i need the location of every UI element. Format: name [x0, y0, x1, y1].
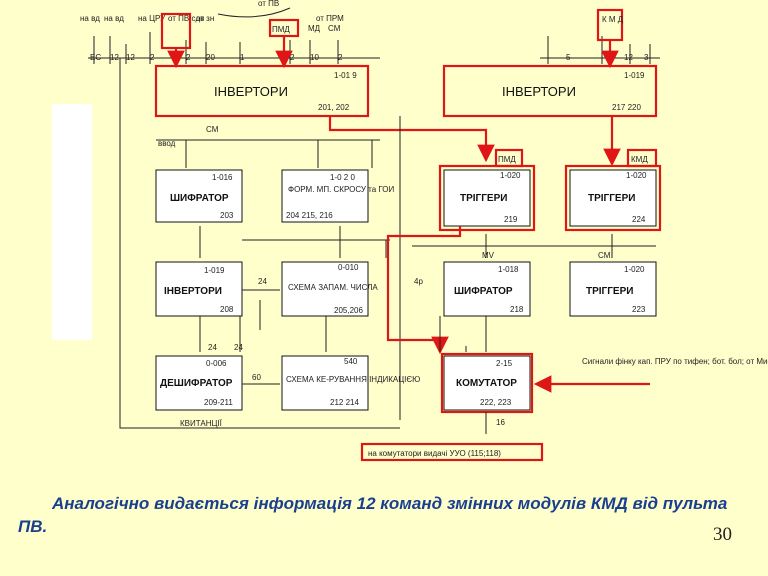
- block-inverters-3-ref: 208: [220, 305, 234, 314]
- block-triggers-3-id: 1-020: [624, 265, 645, 274]
- block-triggers-3-title: ТРІГГЕРИ: [586, 286, 633, 297]
- block-shifrator-2: [443, 261, 531, 317]
- block-shifrator-1-title: ШИФРАТОР: [170, 193, 229, 204]
- block-inverters-3-id: 1-019: [204, 266, 225, 275]
- wire-label-24c: 24: [234, 343, 243, 352]
- wire-label-mv: МV: [482, 251, 495, 260]
- top-input-wires-right: [547, 36, 651, 64]
- block-triggers-3-ref: 223: [632, 305, 646, 314]
- output-box: [360, 442, 544, 462]
- block-formuvach: [281, 169, 369, 223]
- block-shifrator-2-title: ШИФРАТОР: [454, 286, 513, 297]
- block-commutator-highlight: [440, 352, 534, 414]
- tag-pmd-mid-label: ПМД: [498, 155, 516, 164]
- side-note: Сигнали фінку кап. ПРУ по тифен; бот. бо…: [582, 357, 768, 366]
- block-formuvach-id: 1-0 2 0: [330, 173, 355, 182]
- top-brace: [217, 7, 291, 18]
- tag-kmd-mid-label: КМД: [631, 155, 648, 164]
- row2-wires: [199, 226, 613, 258]
- block-triggers-1: [443, 169, 531, 227]
- block-commutator-title: КОМУТАТОР: [456, 378, 517, 389]
- block-triggers-2: [569, 169, 657, 227]
- wire-label-16: 16: [496, 418, 505, 427]
- block-inverters-2-id: 1-019: [624, 71, 645, 80]
- block-deshifrator-title: ДЕШИФРАТОР: [160, 378, 233, 389]
- block-indication-control-title: СХЕМА КЕ-РУВАННЯ ІНДИКАЦІЄЮ: [286, 375, 420, 384]
- commutator-inputs: [439, 316, 487, 352]
- block-triggers-3: [569, 261, 657, 317]
- block-shifrator-1: [155, 169, 243, 223]
- block-diagram: от ПВ от ПРМ МД СМ на вд на вд на ЦРУ от…: [80, 0, 768, 462]
- block-inverters-1: [154, 64, 370, 118]
- block-indication-control: [281, 355, 369, 411]
- kvitancii-bus: [119, 58, 400, 429]
- block-triggers-2-ref: 224: [632, 215, 646, 224]
- block-deshifrator-id: 0-006: [206, 359, 227, 368]
- label-sm: СМ: [328, 24, 341, 33]
- wire-label-4r: 4р: [414, 277, 423, 286]
- block-shifrator-1-id: 1-016: [212, 173, 233, 182]
- output-box-label: на комутатори видачі УУО (115;118): [368, 449, 501, 458]
- label-from-pv: от ПВ: [258, 0, 279, 8]
- mid-bus: [156, 116, 401, 420]
- block-triggers-1-id: 1-020: [500, 171, 521, 180]
- block-schema-number: [281, 261, 369, 317]
- red-route-inv1-trig1: [328, 116, 495, 163]
- block-schema-number-title: СХЕМА ЗАПАМ. ЧИСЛА: [288, 283, 378, 292]
- caption: Аналогічно видається інформація 12 коман…: [18, 494, 728, 536]
- side-panel: [52, 104, 92, 340]
- block-formuvach-ref: 204 215, 216: [286, 211, 333, 220]
- block-inverters-1-ref: 201, 202: [318, 103, 350, 112]
- block-shifrator-1-ref: 203: [220, 211, 234, 220]
- block-formuvach-title: ФОРМ. МП. СКРОСУ та ГОИ: [288, 185, 395, 194]
- input-label-d: от ПВ сдв: [168, 14, 204, 23]
- wire-label-sm2: СМ: [598, 251, 611, 260]
- wire-label-60: 60: [252, 373, 261, 382]
- wire-label-24b: 24: [208, 343, 217, 352]
- block-commutator-id: 2-15: [496, 359, 513, 368]
- block-deshifrator: [155, 355, 243, 411]
- block-commutator: [443, 355, 531, 411]
- block-inverters-3: [155, 261, 243, 317]
- block-inverters-1-id: 1-01 9: [334, 71, 357, 80]
- input-label-a: на вд: [80, 14, 100, 23]
- wire-label-kvitancii: КВИТАНЦІЇ: [180, 419, 223, 428]
- tag-kmd-top-label: К М Д: [602, 15, 624, 24]
- label-md: МД: [308, 24, 321, 33]
- row2-bus: [242, 245, 656, 291]
- input-label-b: на вд: [104, 14, 124, 23]
- block-schema-number-ref: 205,206: [334, 306, 363, 315]
- tag-pmd-top-label: ПМД: [272, 25, 290, 34]
- block-indication-control-id: 540: [344, 357, 358, 366]
- wire-label-vvod: ввод: [158, 139, 176, 148]
- wire-label-sm1: СМ: [206, 125, 219, 134]
- input-label-c: на ЦРУ: [138, 14, 166, 23]
- block-triggers-2-id: 1-020: [626, 171, 647, 180]
- block-inverters-2-ref: 217 220: [612, 103, 641, 112]
- tag-pmd-mid: [494, 148, 524, 168]
- block-triggers-2-highlight: [564, 164, 662, 232]
- block-shifrator-2-ref: 218: [510, 305, 524, 314]
- block-commutator-ref: 222, 223: [480, 398, 512, 407]
- block-triggers-1-highlight: [438, 164, 536, 232]
- block-triggers-1-title: ТРІГГЕРИ: [460, 193, 507, 204]
- input-label-e: от зн: [196, 14, 214, 23]
- wire-label-24a: 24: [258, 277, 267, 286]
- block-inverters-1-title: ІНВЕРТОРИ: [214, 84, 288, 99]
- block-shifrator-2-id: 1-018: [498, 265, 519, 274]
- block-triggers-2-title: ТРІГГЕРИ: [588, 193, 635, 204]
- block-triggers-1-ref: 219: [504, 215, 518, 224]
- tag-kmd-mid: [626, 148, 658, 168]
- block-inverters-2: [442, 64, 658, 118]
- row3-wires: [199, 300, 327, 385]
- block-schema-number-id: 0-010: [338, 263, 359, 272]
- label-from-prm: от ПРМ: [316, 14, 344, 23]
- block-inverters-2-title: ІНВЕРТОРИ: [502, 84, 576, 99]
- page-number: 30: [713, 524, 732, 545]
- block-indication-control-ref: 212 214: [330, 398, 359, 407]
- block-deshifrator-ref: 209-211: [204, 398, 233, 407]
- block-inverters-3-title: ІНВЕРТОРИ: [164, 286, 222, 297]
